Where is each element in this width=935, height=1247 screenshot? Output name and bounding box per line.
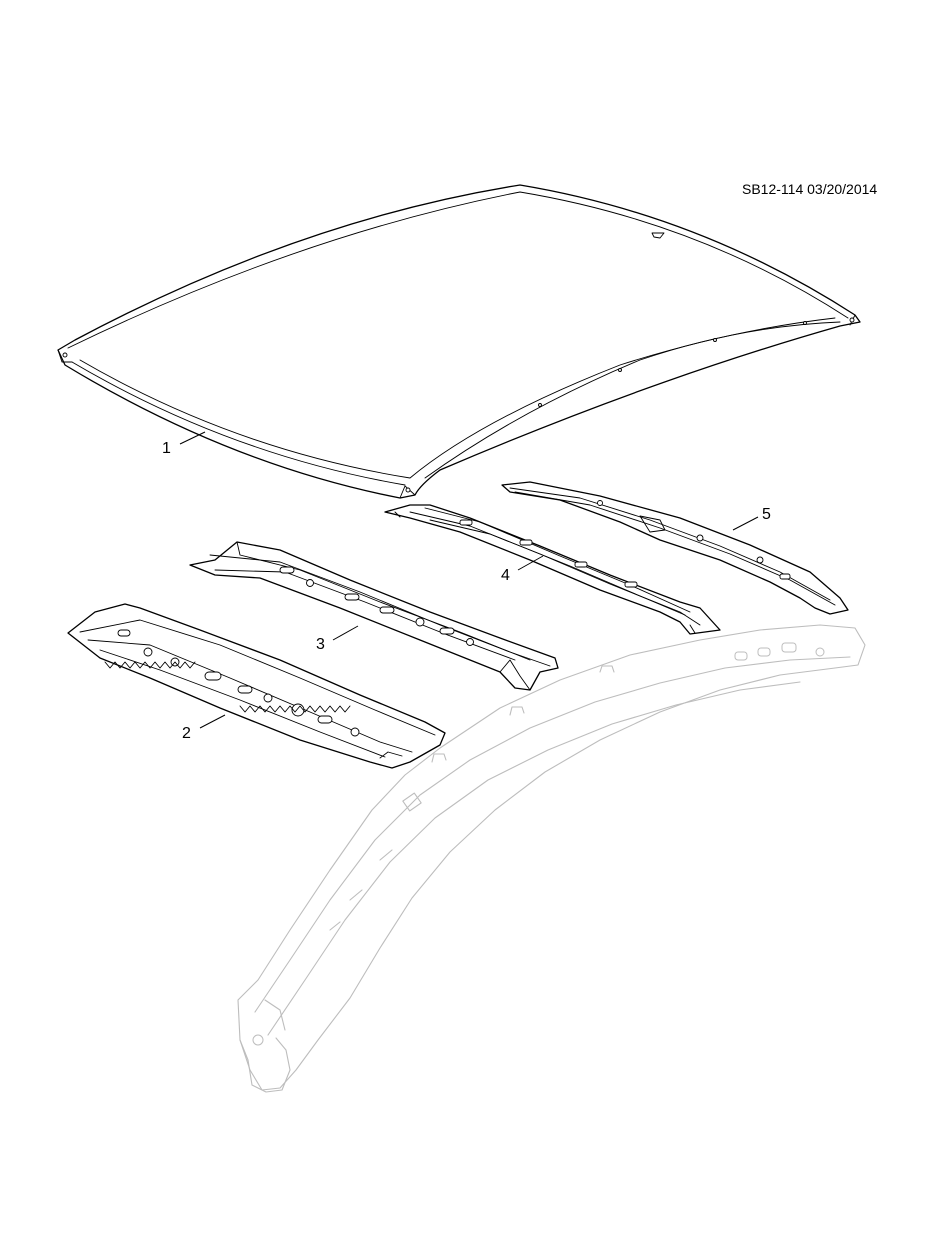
body-side-frame-ghost (237, 624, 866, 1093)
callout-label-1: 1 (162, 440, 171, 457)
rear-roof-header (501, 481, 849, 615)
front-roof-header (67, 603, 446, 769)
reference-id: SB12-114 03/20/2014 (742, 181, 878, 197)
callout-label-2: 2 (182, 725, 191, 742)
roof-bow-3 (189, 541, 559, 691)
leader-4 (517, 555, 544, 571)
leader-2 (199, 714, 226, 729)
roof-bow-4 (384, 504, 721, 635)
callout-label-3: 3 (316, 636, 325, 653)
leader-3 (332, 625, 359, 641)
roof-panel (57, 184, 861, 499)
callout-leaders (179, 431, 759, 729)
leader-5 (732, 516, 759, 531)
callout-label-4: 4 (501, 567, 510, 584)
leader-1 (179, 431, 206, 445)
callout-label-5: 5 (762, 506, 771, 523)
